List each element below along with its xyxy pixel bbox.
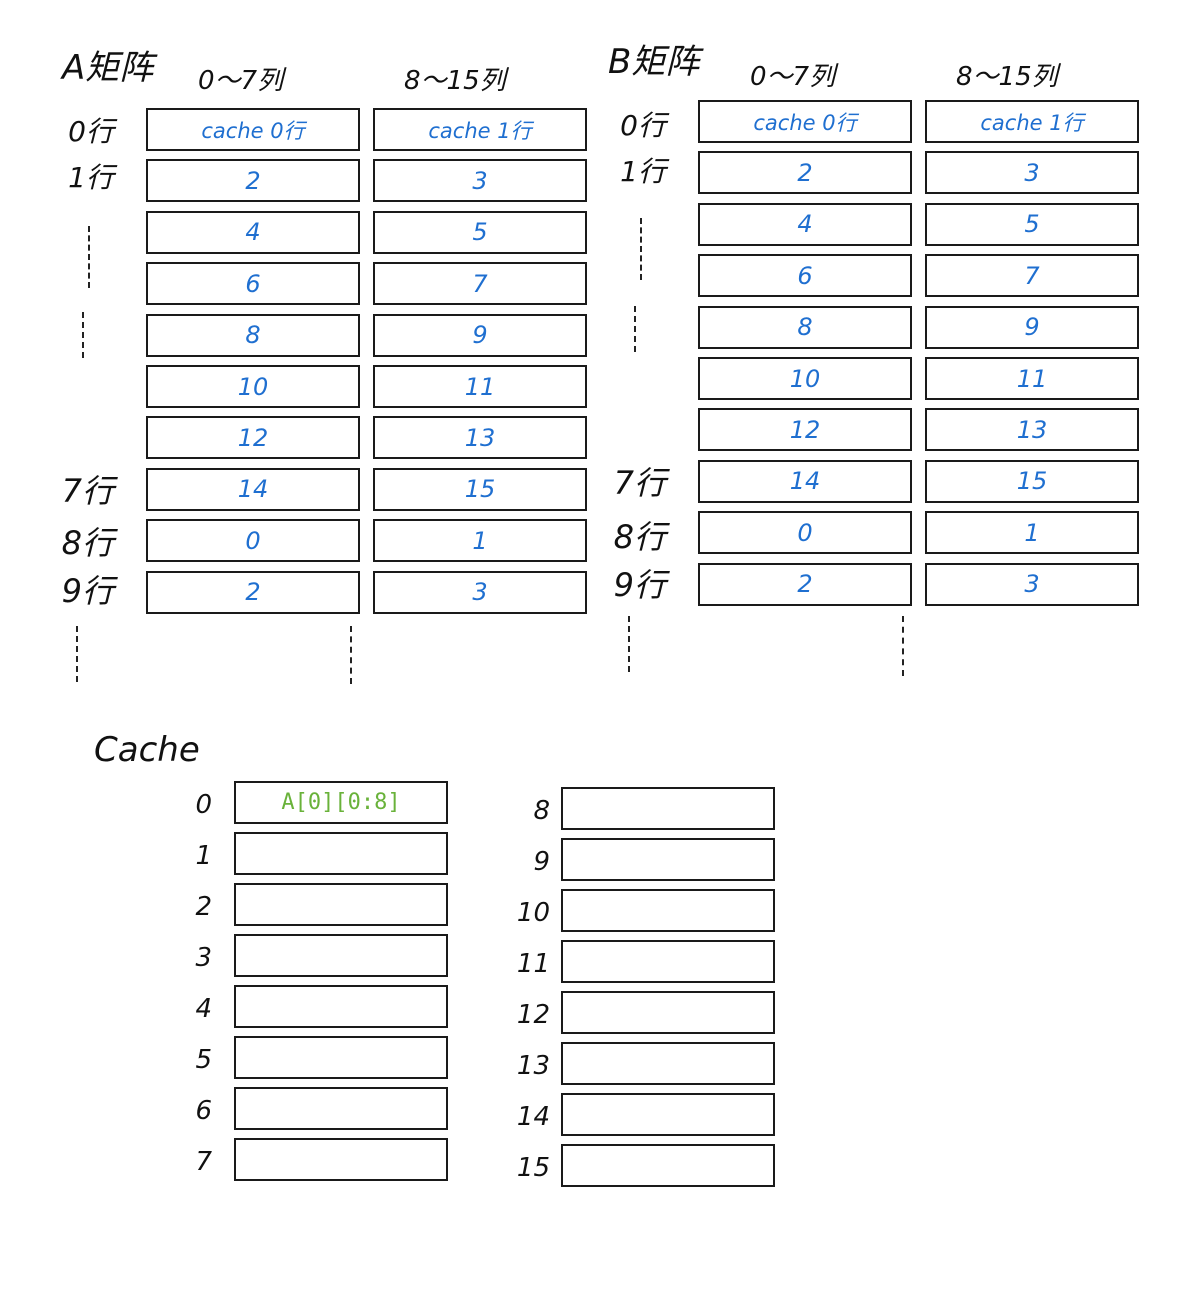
cache-index-label: 1: [195, 841, 212, 871]
matrix-a-cell: 11: [373, 365, 587, 408]
matrix-a-ellipsis-bottom-left: [76, 626, 78, 682]
cache-index-label: 7: [195, 1147, 212, 1177]
matrix-b-ellipsis-top: [640, 218, 642, 280]
matrix-b-cell: 8: [698, 305, 912, 349]
matrix-b-row-label-7: 7行: [613, 464, 666, 502]
cache-index-label: 3: [195, 943, 212, 973]
matrix-a-cell: 7: [373, 262, 587, 306]
cache-index-label: 12: [516, 1000, 550, 1030]
matrix-b-cell: 14: [698, 459, 912, 503]
matrix-a-ellipsis-top: [88, 226, 90, 288]
matrix-a-cell: 15: [373, 467, 587, 511]
cache-index-label: 15: [516, 1153, 550, 1183]
matrix-b-cell: cache 0行: [698, 100, 912, 143]
matrix-b-cell: cache 1行: [925, 100, 1139, 143]
matrix-b-row-label-9: 9行: [613, 566, 666, 604]
matrix-b-row-label-0: 0行: [620, 109, 666, 142]
matrix-a-cell: 4: [146, 210, 360, 254]
cache-title: Cache: [94, 730, 200, 770]
matrix-a-cell: 6: [146, 262, 360, 306]
matrix-a-cell: 2: [146, 570, 360, 614]
matrix-b-cell: 6: [698, 254, 912, 298]
matrix-b-cell: 11: [925, 357, 1139, 400]
matrix-b-cell: 12: [698, 408, 912, 452]
cache-line: [561, 1042, 775, 1085]
matrix-a-cell: 3: [373, 570, 587, 614]
matrix-a-cell: 14: [146, 467, 360, 511]
cache-line: [234, 934, 448, 977]
matrix-a-cell: 5: [373, 210, 587, 254]
cache-line: [561, 889, 775, 932]
matrix-a-row-label-1: 1行: [68, 161, 114, 194]
matrix-a-row-label-8: 8行: [61, 524, 114, 562]
matrix-b-cell: 10: [698, 357, 912, 400]
matrix-b-cell: 9: [925, 305, 1139, 349]
cache-line: [234, 883, 448, 926]
cache-line: [561, 1144, 775, 1187]
cache-line: [561, 940, 775, 983]
matrix-a-cell: 0: [146, 519, 360, 563]
matrix-b-cell: 1: [925, 511, 1139, 555]
matrix-b-cell: 3: [925, 151, 1139, 195]
matrix-b-row-label-1: 1行: [620, 155, 666, 188]
matrix-b-row-label-8: 8行: [613, 518, 666, 556]
matrix-a-title: A矩阵: [62, 48, 154, 88]
matrix-b-cell: 3: [925, 562, 1139, 606]
matrix-b-title: B矩阵: [608, 42, 700, 82]
matrix-a-row-label-9: 9行: [61, 572, 114, 610]
cache-index-label: 14: [516, 1102, 550, 1132]
cache-index-label: 13: [516, 1051, 550, 1081]
matrix-a-ellipsis-mid: [82, 312, 84, 358]
matrix-b-col-head-1: 8～15列: [956, 62, 1058, 92]
cache-index-label: 9: [533, 847, 550, 877]
matrix-b-cell: 2: [698, 151, 912, 195]
matrix-b-col-head-0: 0～7列: [750, 62, 836, 92]
cache-line: [234, 1087, 448, 1130]
matrix-a-cell: 9: [373, 313, 587, 357]
matrix-a-cell: cache 0行: [146, 108, 360, 151]
cache-line: [234, 985, 448, 1028]
matrix-b-cell: 15: [925, 459, 1139, 503]
cache-line: [561, 787, 775, 830]
matrix-a-col-head-1: 8～15列: [404, 66, 506, 96]
cache-line: [234, 1138, 448, 1181]
cache-index-label: 0: [195, 790, 212, 820]
cache-index-label: 4: [195, 994, 212, 1024]
matrix-b-cell: 2: [698, 562, 912, 606]
matrix-a-cell: 10: [146, 365, 360, 408]
matrix-b-ellipsis-bottom-right: [902, 616, 904, 676]
matrix-a-cell: 3: [373, 159, 587, 203]
matrix-a-row-label-0: 0行: [68, 115, 114, 148]
matrix-a-col-head-0: 0～7列: [198, 66, 284, 96]
matrix-b-cell: 13: [925, 408, 1139, 452]
matrix-a-cell: 13: [373, 416, 587, 460]
matrix-b-ellipsis-mid: [634, 306, 636, 352]
matrix-a-cell: 8: [146, 313, 360, 357]
cache-line: [234, 1036, 448, 1079]
matrix-a-cell: cache 1行: [373, 108, 587, 151]
matrix-a-cell: 12: [146, 416, 360, 460]
cache-index-label: 6: [195, 1096, 212, 1126]
matrix-b-cell: 0: [698, 511, 912, 555]
matrix-a-ellipsis-bottom-right: [350, 626, 352, 684]
matrix-b-cell: 4: [698, 202, 912, 246]
cache-index-label: 5: [195, 1045, 212, 1075]
cache-index-label: 8: [533, 796, 550, 826]
cache-line: A[0][0:8]: [234, 781, 448, 824]
cache-index-label: 2: [195, 892, 212, 922]
matrix-a-row-label-7: 7行: [61, 472, 114, 510]
matrix-b-ellipsis-bottom-left: [628, 616, 630, 672]
cache-line: [561, 838, 775, 881]
cache-line: [561, 1093, 775, 1136]
matrix-a-cell: 2: [146, 159, 360, 203]
cache-index-label: 10: [516, 898, 550, 928]
matrix-b-cell: 7: [925, 254, 1139, 298]
cache-line: [561, 991, 775, 1034]
cache-line: [234, 832, 448, 875]
cache-index-label: 11: [516, 949, 550, 979]
matrix-b-cell: 5: [925, 202, 1139, 246]
matrix-a-cell: 1: [373, 519, 587, 563]
